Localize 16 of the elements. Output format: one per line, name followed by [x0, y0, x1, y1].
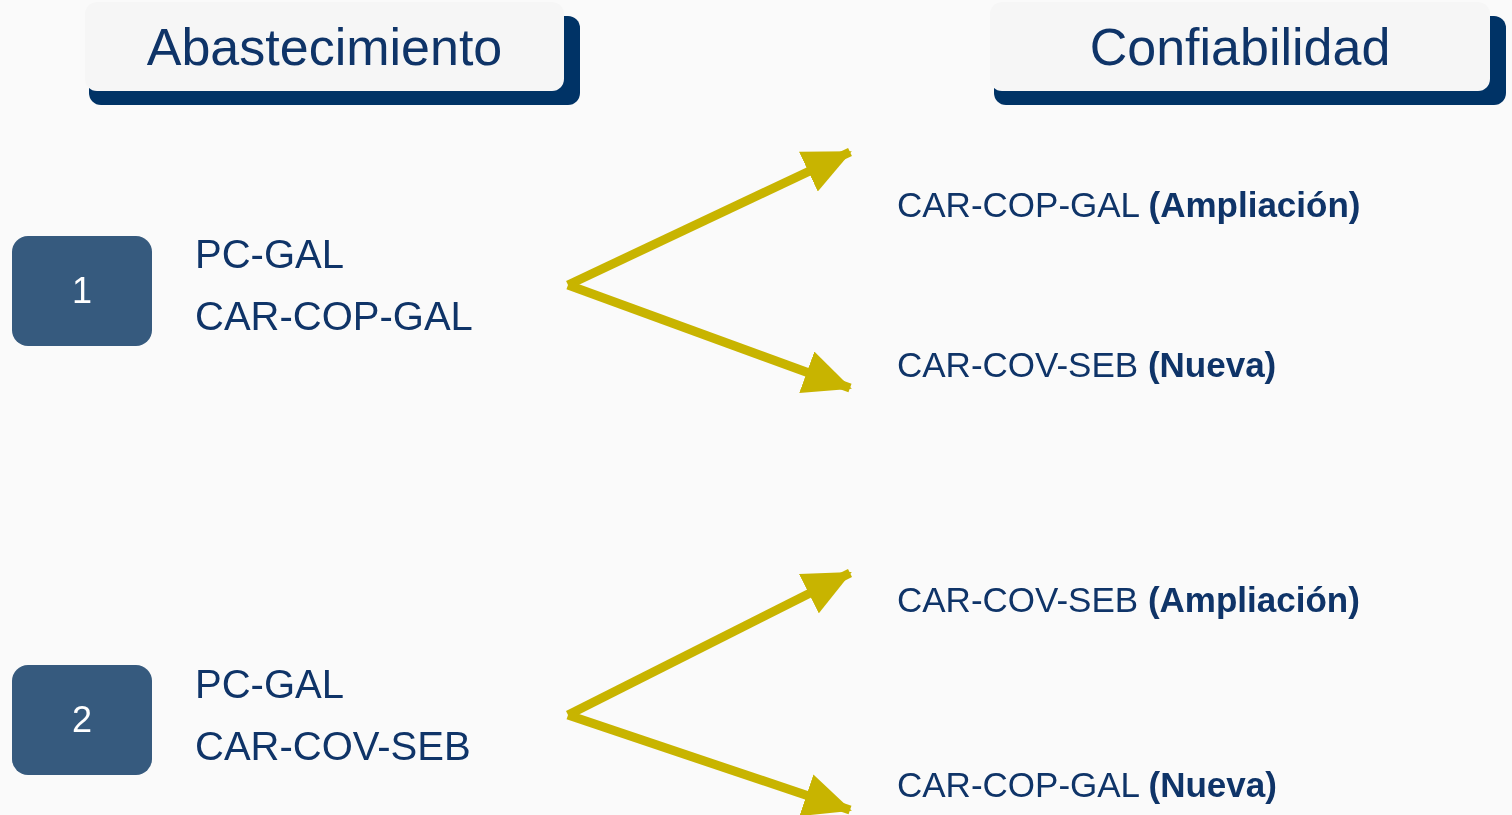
header-tab [990, 2, 1506, 105]
code-text: PC-GAL [195, 231, 344, 278]
option-text: CAR-COP-GAL (Ampliación) [897, 184, 1361, 227]
number-badge [12, 665, 152, 775]
header-title: Confiabilidad [1089, 20, 1391, 73]
option-text: CAR-COV-SEB (Ampliación) [897, 579, 1360, 622]
badge-number: 2 [72, 702, 92, 738]
code-text: PC-GAL [195, 661, 344, 708]
option-text: CAR-COV-SEB (Nueva) [897, 344, 1277, 387]
number-badge [12, 236, 152, 346]
option-text: CAR-COP-GAL (Nueva) [897, 764, 1277, 807]
header-title: Abastecimiento [146, 20, 503, 73]
badge-number: 1 [72, 273, 92, 309]
code-text: CAR-COV-SEB [195, 723, 471, 770]
code-text: CAR-COP-GAL [195, 293, 473, 340]
header-tab [85, 2, 580, 105]
